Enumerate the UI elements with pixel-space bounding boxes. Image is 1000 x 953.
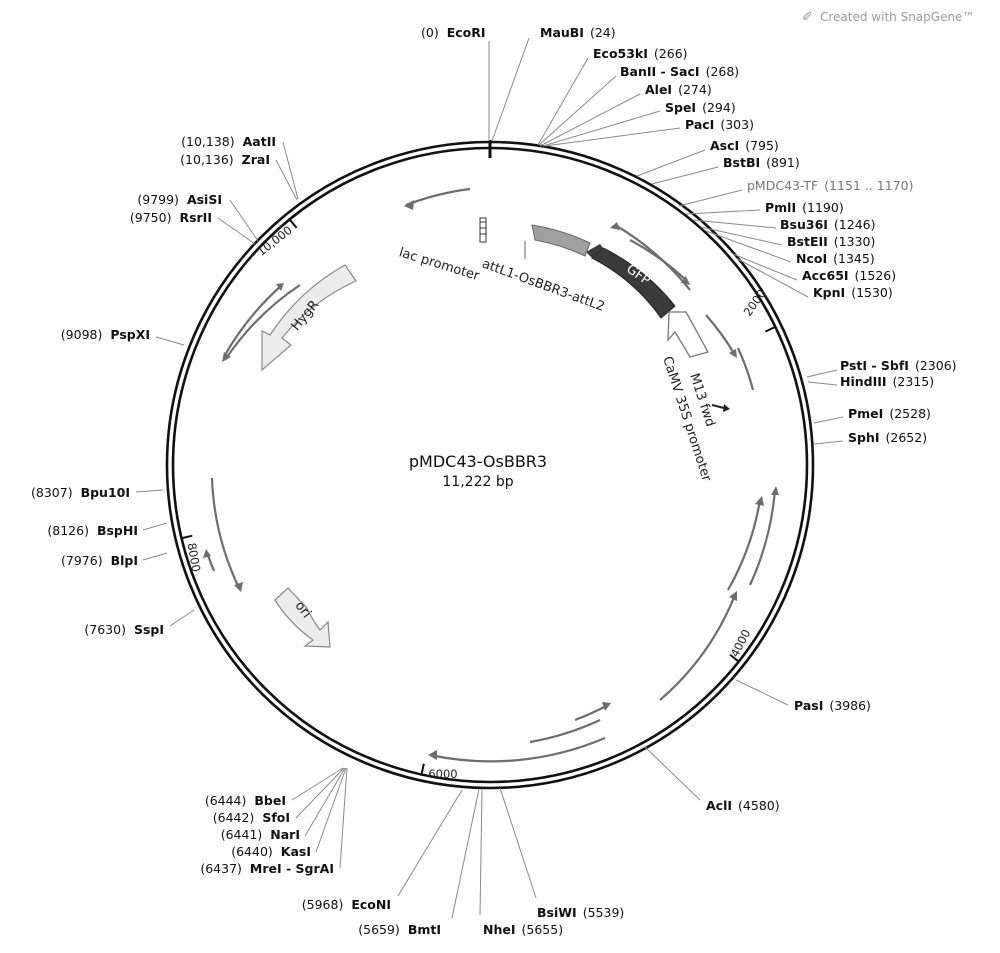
position-tick (420, 763, 425, 776)
site-label: (6440)KasI (231, 844, 311, 859)
site-label: (10,136)ZraI (180, 152, 270, 167)
position-tick (729, 653, 741, 663)
tick-label-2000: 2000 (741, 287, 769, 319)
arc-arrowhead (729, 349, 737, 358)
site-label: MauBI(24) (540, 25, 616, 40)
site-label: (8126)BspHI (47, 523, 138, 538)
site-label: HindIII(2315) (840, 374, 934, 389)
tick-label-10000: 10,000 (254, 223, 294, 259)
site-label: (8307)Bpu10I (31, 485, 130, 500)
arc-arrowhead (602, 702, 611, 711)
arc-arrow (574, 704, 609, 722)
arc-arrow (749, 489, 777, 586)
site-label: KpnI(1530) (813, 285, 893, 300)
site-label: (7976)BlpI (61, 553, 138, 568)
arc-arrow (405, 187, 471, 207)
arc-arrowhead (276, 283, 284, 291)
site-label: NheI(5655) (483, 922, 563, 937)
site-label: PstI - SbfI(2306) (840, 358, 957, 373)
site-label: BanII - SacI(268) (620, 64, 739, 79)
site-label: (6441)NarI (221, 827, 300, 842)
plasmid-name: pMDC43-OsBBR3 (409, 452, 547, 471)
site-label: AscI(795) (710, 138, 779, 153)
arc-arrow (210, 477, 241, 591)
site-label: (9098)PspXI (61, 327, 150, 342)
arc-arrow (529, 719, 601, 744)
site-label: SphI(2652) (848, 430, 927, 445)
site-label: NcoI(1345) (796, 251, 875, 266)
arc-arrow (736, 347, 755, 391)
site-label: AleI(274) (645, 82, 712, 97)
site-label: SpeI(294) (665, 100, 736, 115)
arc-arrow (429, 736, 606, 763)
position-tick (180, 534, 193, 540)
credit-text: Created with SnapGene™ (820, 10, 974, 24)
site-label: (5659)BmtI (358, 922, 441, 937)
site-label: (7630)SspI (84, 622, 164, 637)
arc-arrowhead (203, 549, 211, 558)
inner-arc-arrows (203, 187, 779, 763)
tick-label-4000: 4000 (728, 627, 754, 659)
arc-arrowhead (222, 352, 231, 362)
tick-label-6000: 6000 (428, 767, 457, 781)
site-label: (6442)SfoI (213, 810, 290, 825)
tick-label-8000: 8000 (185, 542, 204, 573)
site-label: (9750)RsrII (130, 210, 212, 225)
attl-label: attL1-OsBBR3-attL2 (480, 257, 607, 315)
plasmid-size: 11,222 bp (442, 474, 513, 490)
site-label: BstBI(891) (723, 155, 800, 170)
arc-arrowhead (681, 276, 690, 285)
arc-arrow (727, 499, 762, 591)
credit-mark-icon: ✐ (802, 10, 813, 25)
site-label: PasI(3986) (794, 698, 871, 713)
site-label: BstEII(1330) (787, 234, 875, 249)
lac-promoter-feature: lac promoter (397, 217, 487, 284)
site-label: (0)EcoRI (421, 25, 486, 40)
lac-promoter-label: lac promoter (397, 245, 482, 284)
site-labels: (0)EcoRI MauBI(24) Eco53kI(266) BanII - … (31, 25, 957, 937)
position-ticks (180, 217, 777, 776)
site-label: (6444)BbeI (205, 793, 286, 808)
attl-feature: attL1-OsBBR3-attL2 (480, 224, 607, 315)
snapgene-credit: ✐ Created with SnapGene™ (802, 10, 974, 25)
site-label: (5968)EcoNI (302, 897, 391, 912)
site-label: PmlI(1190) (765, 200, 844, 215)
site-label: Eco53kI(266) (593, 46, 688, 61)
arc-arrowhead (610, 222, 620, 230)
site-label: (9799)AsiSI (137, 192, 222, 207)
position-tick (764, 325, 777, 333)
site-label: BsiWI(5539) (537, 905, 624, 920)
site-label: (6437)MreI - SgrAI (200, 861, 334, 876)
arc-arrowhead (404, 200, 414, 210)
site-label: PmeI(2528) (848, 406, 931, 421)
position-tick (288, 217, 298, 229)
arc-arrowhead (729, 591, 737, 601)
arc-arrowhead (771, 486, 779, 495)
site-label: AclI(4580) (706, 798, 780, 813)
arc-arrowhead (234, 582, 243, 592)
arc-arrow (659, 594, 737, 701)
site-label: (10,138)AatII (181, 134, 276, 149)
hygr-feature: HygR (261, 264, 357, 372)
arc-arrow (224, 284, 283, 356)
arc-arrowhead (755, 496, 764, 506)
site-label: PacI(303) (685, 117, 754, 132)
arc-arrow (705, 314, 736, 356)
site-label: pMDC43-TF(1151 .. 1170) (747, 178, 913, 193)
site-label: Bsu36I(1246) (780, 217, 876, 232)
arc-arrowhead (428, 750, 437, 760)
ori-feature: ori (274, 587, 331, 648)
site-leaders (135, 37, 844, 919)
site-label: Acc65I(1526) (802, 268, 896, 283)
arc-arrow (224, 284, 301, 361)
